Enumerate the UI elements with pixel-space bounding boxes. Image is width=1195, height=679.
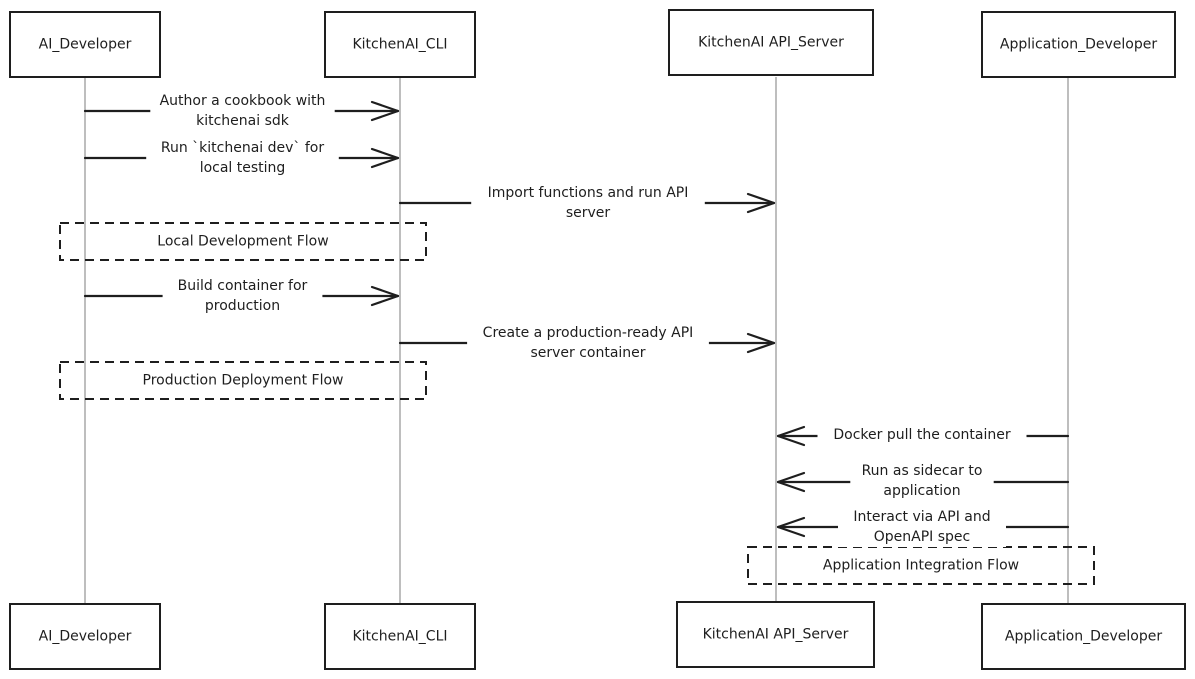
participant-box-bottom: KitchenAI API_Server	[676, 601, 875, 668]
flow-note-frame	[59, 361, 427, 400]
message-label: application	[883, 483, 960, 499]
lifelines	[84, 77, 1069, 604]
message-label-backdrop	[146, 138, 339, 178]
message-label-backdrop	[162, 276, 323, 316]
message-label-backdrop	[471, 183, 705, 223]
arrowhead	[746, 332, 776, 354]
message-arrow: Run as sidecar to application	[776, 461, 1070, 501]
message-arrow: Create a production-ready API server cont…	[398, 323, 776, 363]
participant-frame	[9, 11, 161, 78]
message-label: Create a production-ready API	[483, 325, 694, 341]
participant-label: AI_Developer	[39, 629, 132, 645]
arrowhead	[370, 285, 400, 307]
message-label: OpenAPI spec	[874, 529, 970, 545]
message-label: Build container for	[178, 278, 308, 294]
participants: AI_DeveloperAI_DeveloperKitchenAI_CLIKit…	[9, 9, 1186, 670]
message-label: kitchenai sdk	[196, 113, 290, 129]
participant-frame	[324, 603, 476, 670]
flow-note-label: Local Development Flow	[157, 234, 328, 250]
participant-frame	[668, 9, 874, 76]
message-label-backdrop	[817, 425, 1027, 445]
participant-label: KitchenAI API_Server	[703, 627, 849, 643]
message-label: Docker pull the container	[833, 427, 1010, 443]
message-arrow: Run `kitchenai dev` for local testing	[83, 138, 400, 178]
participant-box-top: KitchenAI API_Server	[668, 9, 874, 76]
participant-label: Application_Developer	[1000, 37, 1157, 53]
message-label: Author a cookbook with	[160, 93, 326, 109]
arrowhead	[776, 425, 806, 447]
message-label-backdrop	[838, 507, 1006, 547]
message-label-backdrop	[467, 323, 709, 363]
message-label: server	[566, 205, 611, 221]
message-label: local testing	[200, 160, 286, 176]
arrowhead	[370, 147, 400, 169]
flow-note: Application Integration Flow	[747, 546, 1095, 585]
participant-label: KitchenAI API_Server	[698, 35, 844, 51]
message-arrow: Docker pull the container	[776, 425, 1070, 447]
participant-label: KitchenAI_CLI	[352, 629, 447, 645]
message-arrow: Build container for production	[83, 276, 400, 316]
participant-box-top: KitchenAI_CLI	[324, 11, 476, 78]
participant-box-bottom: KitchenAI_CLI	[324, 603, 476, 670]
flow-note-frame	[59, 222, 427, 261]
participant-frame	[9, 603, 161, 670]
message-arrow: Import functions and run API server	[398, 183, 776, 223]
participant-box-top: AI_Developer	[9, 11, 161, 78]
participant-frame	[324, 11, 476, 78]
flow-note: Local Development Flow	[59, 222, 427, 261]
flow-note-label: Production Deployment Flow	[143, 373, 344, 389]
arrowhead	[746, 192, 776, 214]
participant-frame	[676, 601, 875, 668]
message-label-backdrop	[150, 91, 335, 131]
participant-box-top: Application_Developer	[981, 11, 1176, 78]
participant-label: AI_Developer	[39, 37, 132, 53]
arrowhead	[370, 100, 400, 122]
participant-frame	[981, 603, 1186, 670]
participant-frame	[981, 11, 1176, 78]
arrowhead	[776, 471, 806, 493]
flow-note: Production Deployment Flow	[59, 361, 427, 400]
message-label: Run `kitchenai dev` for	[161, 140, 324, 156]
participant-box-bottom: AI_Developer	[9, 603, 161, 670]
message-label: server container	[530, 345, 645, 361]
message-label: Run as sidecar to	[862, 463, 983, 479]
message-arrow: Author a cookbook with kitchenai sdk	[83, 91, 400, 131]
participant-box-bottom: Application_Developer	[981, 603, 1186, 670]
arrowhead	[776, 516, 806, 538]
participant-label: KitchenAI_CLI	[352, 37, 447, 53]
participant-label: Application_Developer	[1005, 629, 1162, 645]
message-label: Interact via API and	[853, 509, 990, 525]
message-label: Import functions and run API	[488, 185, 689, 201]
message-label-backdrop	[850, 461, 994, 501]
message-label: production	[205, 298, 280, 314]
flow-note-label: Application Integration Flow	[823, 558, 1019, 574]
